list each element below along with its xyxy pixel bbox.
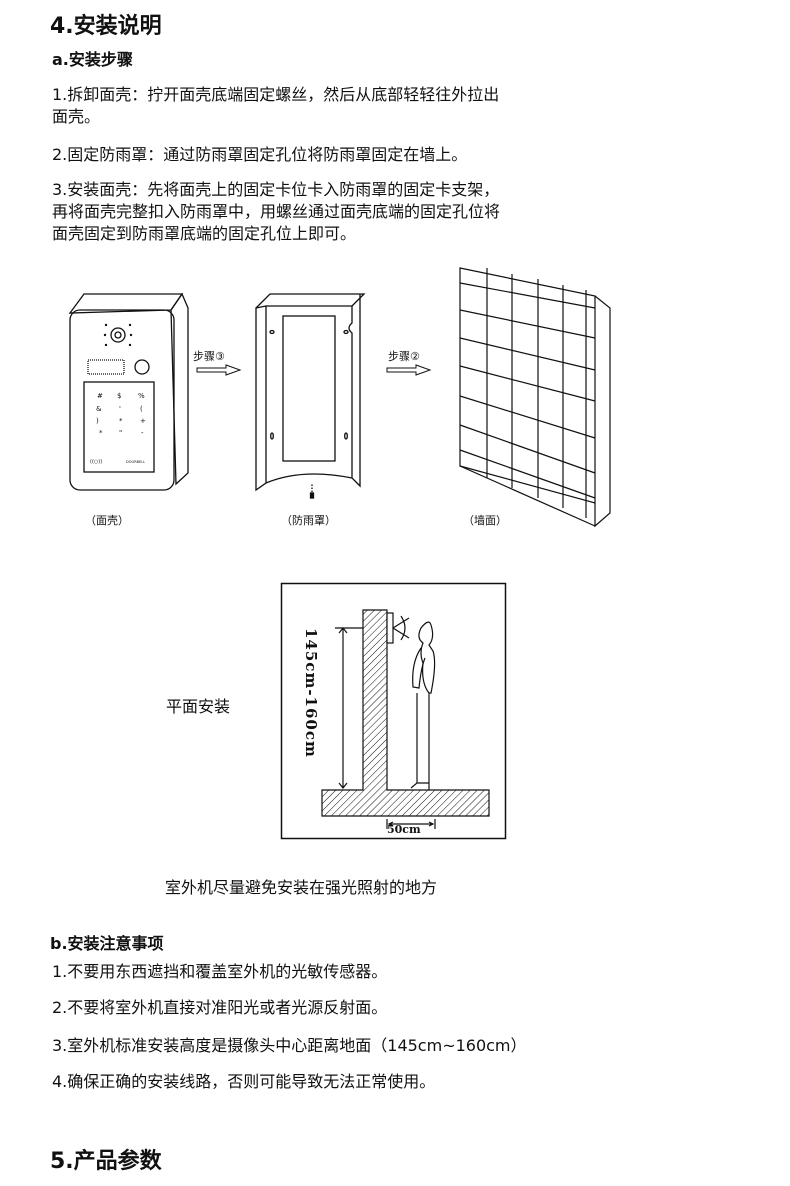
key-label: & <box>96 405 102 413</box>
key-label: ( <box>140 405 143 413</box>
distance-label: 50cm <box>387 823 421 836</box>
install-steps-title: a.安装步骤 <box>52 50 133 69</box>
mounting-height-diagram <box>280 582 507 840</box>
key-label: ' <box>119 405 121 413</box>
key-label: % <box>138 392 145 400</box>
arrow-right-icon <box>386 364 432 376</box>
rain-cover-label: （防雨罩） <box>281 514 336 527</box>
key-label: ) <box>96 417 99 425</box>
figure-caption: 室外机尽量避免安装在强光照射的地方 <box>165 878 438 897</box>
wall-grid <box>459 268 596 518</box>
key-label: - <box>141 429 144 437</box>
flat-mount-label: 平面安装 <box>166 697 231 716</box>
note-item: 2.不要将室外机直接对准阳光或者光源反射面。 <box>52 998 388 1017</box>
step-1-line: 面壳。 <box>52 107 101 126</box>
key-label: + <box>140 417 146 425</box>
note-item: 1.不要用东西遮挡和覆盖室外机的光敏传感器。 <box>52 962 388 981</box>
wall-illustration <box>459 267 611 528</box>
key-label: # <box>97 392 103 400</box>
arrow-right-icon <box>196 364 242 376</box>
step-3-line: 面壳固定到防雨罩底端的固定孔位上即可。 <box>52 224 357 243</box>
step3-label: 步骤③ <box>193 350 225 363</box>
step-1: 1.拆卸面壳：拧开面壳底端固定螺丝，然后从底部轻轻往外拉出 面壳。 <box>52 84 499 128</box>
step2-label: 步骤② <box>388 350 420 363</box>
face-panel-label: （面壳） <box>85 514 129 527</box>
key-label: $ <box>117 392 121 400</box>
height-range-label: 145cm-160cm <box>302 628 320 758</box>
step-2: 2.固定防雨罩：通过防雨罩固定孔位将防雨罩固定在墙上。 <box>52 144 467 166</box>
section4-title: 4.安装说明 <box>50 14 162 39</box>
section5-title: 5.产品参数 <box>50 1149 162 1174</box>
step-1-line: 1.拆卸面壳：拧开面壳底端固定螺丝，然后从底部轻轻往外拉出 <box>52 85 500 104</box>
notes-title: b.安装注意事项 <box>50 934 164 953</box>
step-2-line: 2.固定防雨罩：通过防雨罩固定孔位将防雨罩固定在墙上。 <box>52 145 468 164</box>
note-item: 3.室外机标准安装高度是摄像头中心距离地面（145cm~160cm） <box>52 1036 527 1055</box>
key-label: * <box>99 429 103 437</box>
svg-text:((○)): ((○)) <box>90 459 102 465</box>
step-3-line: 3.安装面壳：先将面壳上的固定卡位卡入防雨罩的固定卡支架， <box>52 180 500 199</box>
wall-label: （墙面） <box>463 514 507 527</box>
key-label: * <box>119 417 123 425</box>
step-3-line: 再将面壳完整扣入防雨罩中，用螺丝通过面壳底端的固定孔位将 <box>52 202 501 221</box>
rain-cover-illustration <box>255 293 366 499</box>
brand-label: DOORBELL <box>126 460 145 464</box>
step-3: 3.安装面壳：先将面壳上的固定卡位卡入防雨罩的固定卡支架， 再将面壳完整扣入防雨… <box>52 179 500 245</box>
key-label: " <box>119 429 122 437</box>
note-item: 4.确保正确的安装线路，否则可能导致无法正常使用。 <box>52 1072 436 1091</box>
face-panel-illustration: # $ % & ' ( ) * + * " - DOORBELL ((○)) <box>68 292 189 491</box>
